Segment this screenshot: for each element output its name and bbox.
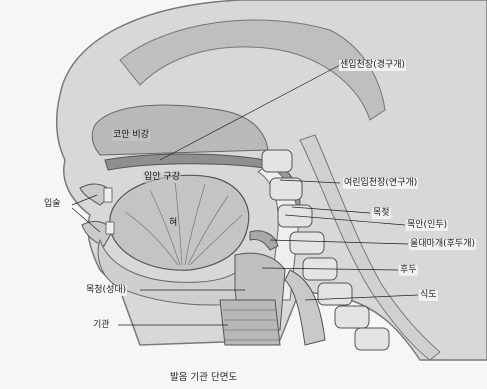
trachea-shape <box>220 300 280 345</box>
label-hard-palate: 센입천장(경구개) <box>339 60 406 71</box>
label-vocal-cords: 목청(성대) <box>85 285 127 296</box>
label-esophagus: 식도 <box>419 290 438 301</box>
label-tongue: 혀 <box>168 218 178 229</box>
tongue-shape <box>110 175 249 270</box>
label-larynx: 후두 <box>399 265 418 276</box>
label-pharynx: 목안(인두) <box>406 220 448 231</box>
label-nasal-cavity: 코안 비강 <box>112 130 150 141</box>
label-lips: 입술 <box>43 199 62 210</box>
label-trachea: 기관 <box>92 320 111 331</box>
upper-teeth <box>104 188 112 202</box>
label-uvula: 목젖 <box>372 208 391 219</box>
label-soft-palate: 여린입천장(연구개) <box>343 178 418 189</box>
lower-teeth <box>106 222 114 234</box>
figure-caption: 발음 기관 단면도 <box>170 369 237 383</box>
label-oral-cavity: 입안 구강 <box>143 172 181 183</box>
label-epiglottis: 울대마개(후두개) <box>409 239 476 250</box>
